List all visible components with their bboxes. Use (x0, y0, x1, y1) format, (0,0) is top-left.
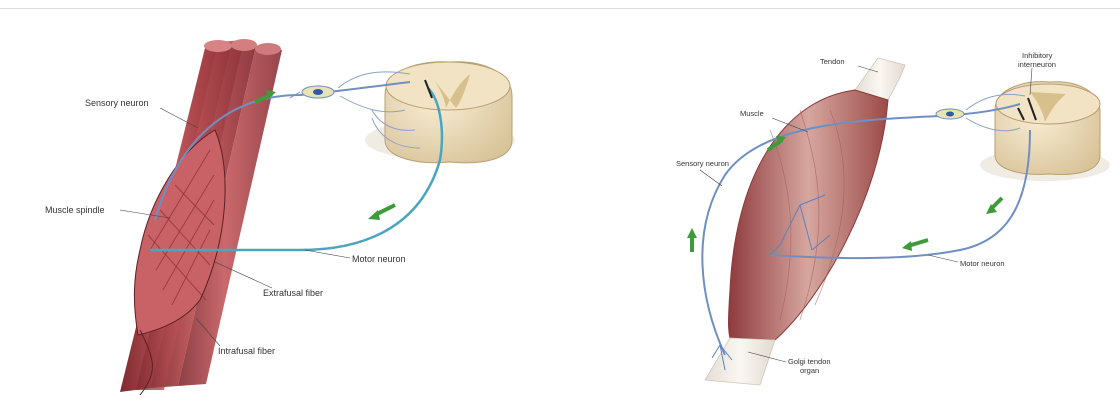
label-intrafusal-fiber: Intrafusal fiber (218, 346, 275, 356)
label-extrafusal-fiber: Extrafusal fiber (263, 288, 323, 298)
label-inhibitory-interneuron-line1: Inhibitory (1022, 51, 1053, 60)
spinal-cord-right (980, 82, 1110, 181)
label-muscle-spindle: Muscle spindle (45, 205, 105, 215)
label-motor-neuron-right: Motor neuron (960, 259, 1005, 268)
arrows-left (255, 90, 395, 220)
right-panel-golgi-reflex: Tendon Inhibitory interneuron Muscle Sen… (676, 51, 1110, 385)
label-motor-neuron-left: Motor neuron (352, 254, 406, 264)
left-panel-stretch-reflex: Sensory neuron Muscle spindle Motor neur… (45, 39, 515, 395)
label-sensory-neuron-left: Sensory neuron (85, 98, 149, 108)
muscle-with-tendons (705, 58, 905, 385)
label-inhibitory-interneuron-line2: interneuron (1018, 60, 1056, 69)
label-tendon: Tendon (820, 57, 845, 66)
muscle-fiber-bundle (120, 39, 282, 395)
label-golgi-tendon-organ-line2: organ (800, 366, 819, 375)
label-golgi-tendon-organ-line1: Golgi tendon (788, 357, 831, 366)
label-sensory-neuron-right: Sensory neuron (676, 159, 729, 168)
label-muscle: Muscle (740, 109, 764, 118)
